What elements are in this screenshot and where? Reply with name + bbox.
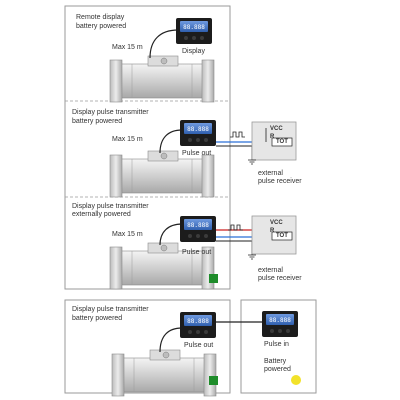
pulse-cable — [159, 223, 183, 246]
display-unit-icon — [176, 18, 212, 44]
panel2-title-line1: Display pulse transmitter — [72, 109, 149, 116]
ground-wire — [216, 240, 253, 255]
panel2-title-line2: battery powered — [72, 118, 123, 125]
panel4-title-line1: Display pulse transmitter — [72, 306, 149, 313]
panel2-receiver-line2: pulse receiver — [258, 178, 302, 185]
panel3-cable-label: Max 15 m — [112, 231, 143, 238]
lower-left-panel-frame — [64, 299, 231, 394]
panel2-cable-label: Max 15 m — [112, 136, 143, 143]
panel2-receiver-line1: external — [258, 170, 283, 177]
panel4-remote-label: Pulse in — [264, 341, 289, 348]
panel4-device-label: Pulse out — [184, 342, 214, 349]
panel3-pin-r: R — [270, 228, 275, 234]
upper-panel-frame — [64, 5, 231, 290]
pulse-waveform-icon — [228, 224, 243, 231]
ground-wire — [216, 145, 253, 160]
display-unit-icon — [180, 312, 216, 338]
display-cable — [149, 29, 179, 59]
status-green-square — [209, 274, 218, 283]
panel3-title-line2: externally powered — [72, 211, 131, 218]
panel2-pin-vcc: VCC — [270, 126, 283, 132]
flow-meter-icon — [111, 349, 217, 397]
pulse-cable — [159, 327, 183, 353]
display-unit-icon — [262, 311, 298, 337]
ground-symbol-icon — [248, 254, 256, 260]
panel3-device-label: Pulse out — [182, 249, 212, 256]
panel1-cable-label: Max 15 m — [112, 44, 143, 51]
status-green-square — [209, 376, 218, 385]
panel2-device-label: Pulse out — [182, 150, 212, 157]
panel4-power-line2: powered — [264, 366, 291, 373]
panel2-pin-r: R — [270, 134, 275, 140]
pulse-waveform-icon — [230, 131, 245, 138]
flow-meter-icon — [109, 55, 215, 103]
panel4-power-line1: Battery — [264, 358, 287, 365]
panel3-receiver-line2: pulse receiver — [258, 275, 302, 282]
panel3-receiver-line1: external — [258, 267, 283, 274]
panel3-pin-vcc: VCC — [270, 220, 283, 226]
panel1-device-label: Display — [182, 48, 205, 55]
display-unit-icon — [180, 216, 216, 242]
battery-indicator-icon — [291, 375, 301, 385]
ground-symbol-icon — [248, 159, 256, 165]
panel3-pin-tot: TOT — [276, 233, 288, 239]
panel3-title-line1: Display pulse transmitter — [72, 203, 149, 210]
panel1-title-line1: Remote display — [76, 14, 125, 21]
display-unit-icon — [180, 120, 216, 146]
panel4-title-line2: battery powered — [72, 315, 123, 322]
panel1-title-line2: battery powered — [76, 23, 127, 30]
pulse-cable — [159, 129, 183, 154]
panel2-pin-tot: TOT — [276, 139, 288, 145]
lower-right-panel-frame — [240, 299, 317, 394]
